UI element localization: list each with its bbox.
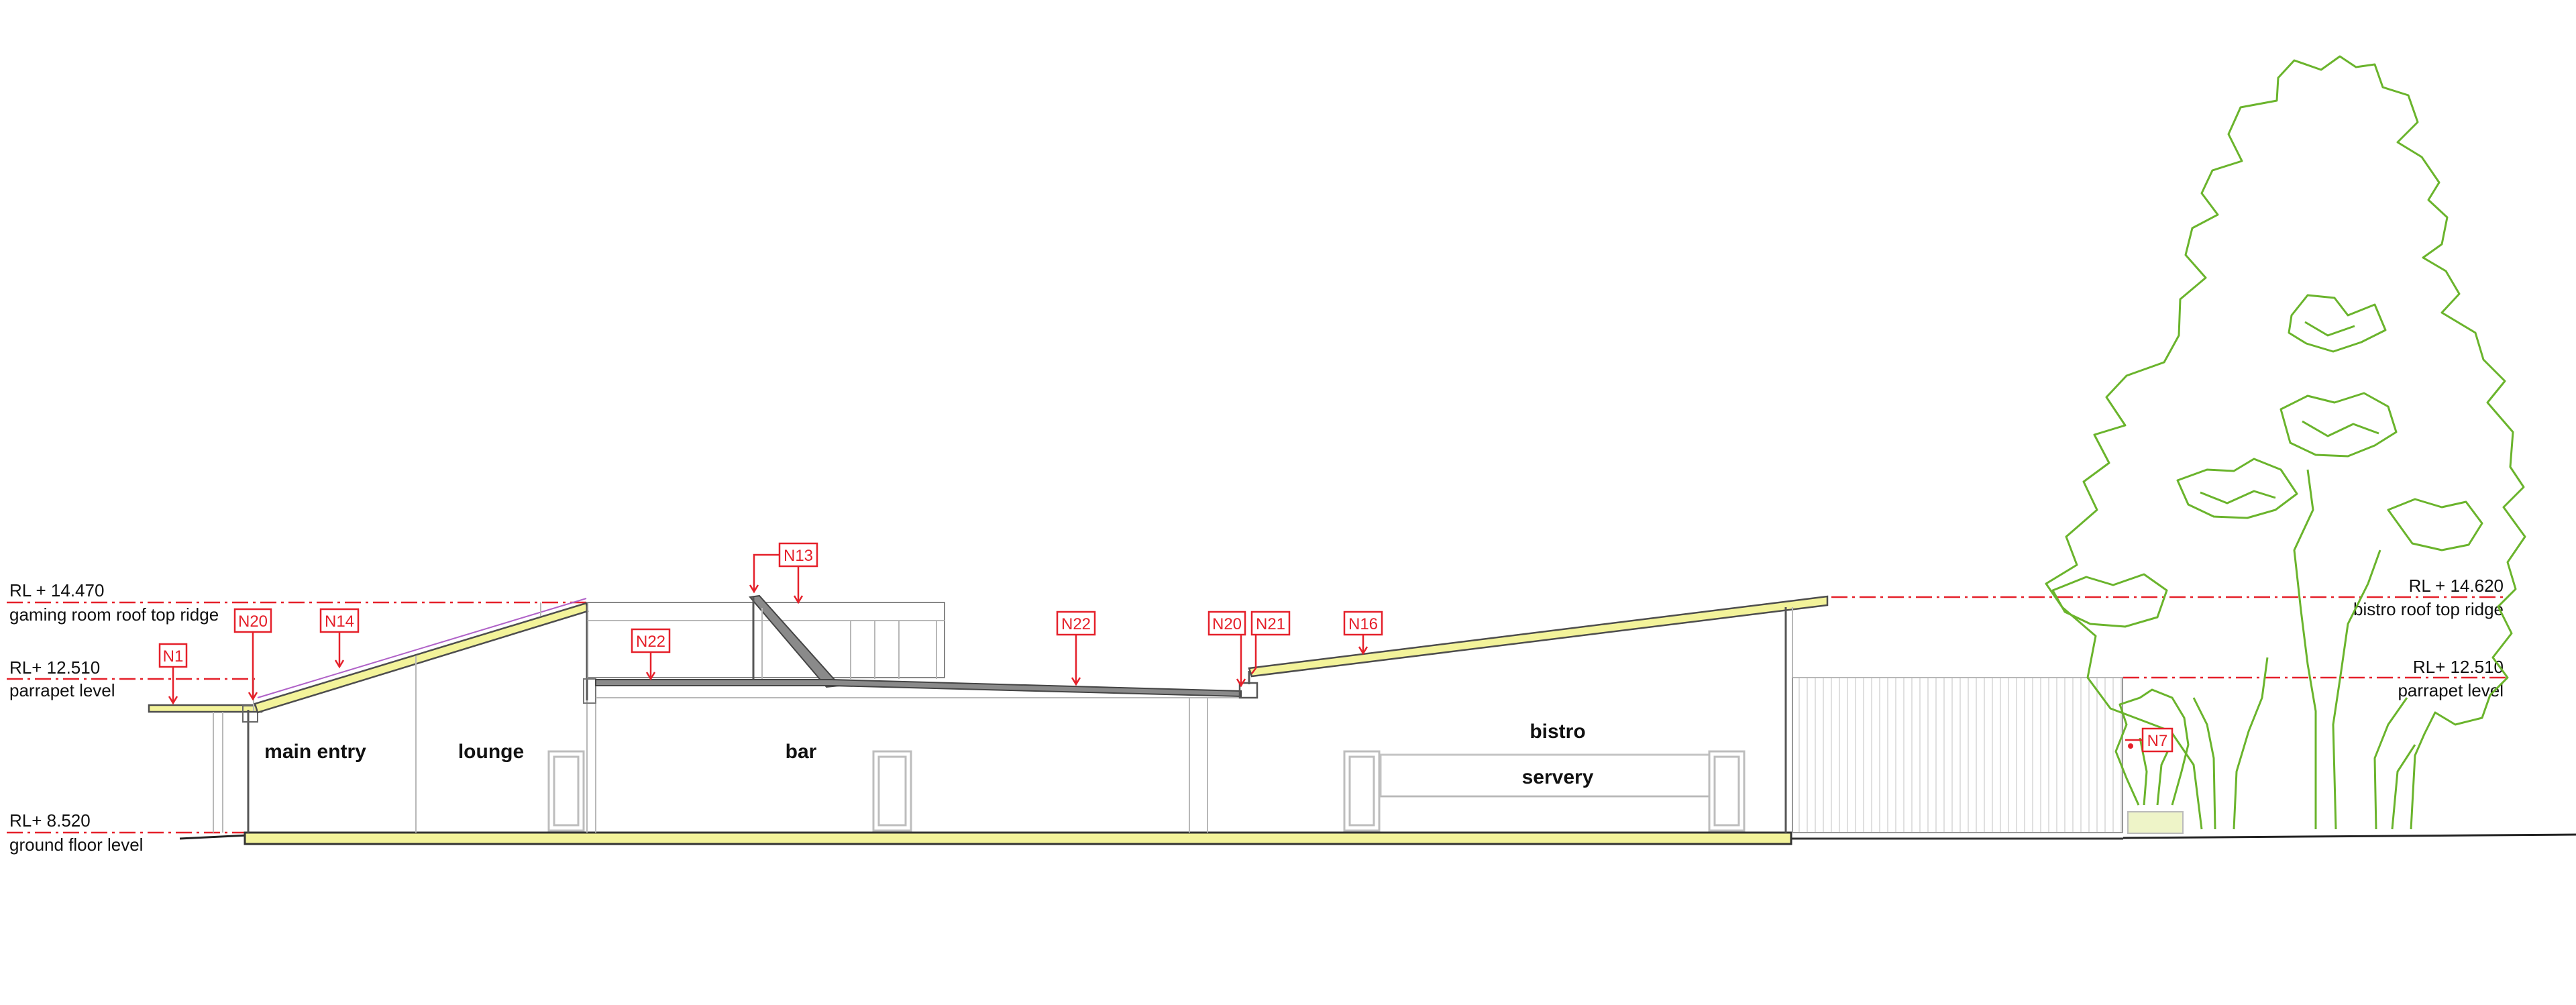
- tree-foliage-cluster-3: [2176, 458, 2298, 519]
- svg-text:N20: N20: [238, 613, 268, 631]
- room-label-servery: servery: [1522, 766, 1594, 788]
- note-tag-n16: N16: [1343, 611, 1383, 655]
- svg-text:N22: N22: [636, 633, 665, 651]
- note-tag-n20-left: N20: [233, 608, 272, 701]
- door-bistro-left: [1343, 750, 1381, 832]
- building: [148, 594, 2184, 834]
- bar-flat-roof: [595, 679, 1242, 698]
- door-lounge: [547, 750, 585, 832]
- svg-text:N22: N22: [1061, 615, 1091, 633]
- room-label-bar: bar: [786, 741, 817, 763]
- note-tag-n13: N13: [749, 542, 818, 604]
- tree-canopy-outline: [2045, 55, 2526, 830]
- ground-line-left: [179, 834, 249, 840]
- level-labels-right: RL + 14.620 bistro roof top ridge RL+ 12…: [2353, 576, 2504, 700]
- svg-text:N16: N16: [1348, 615, 1378, 633]
- svg-text:N13: N13: [784, 547, 813, 565]
- level-desc-parapet-left: parrapet level: [9, 680, 115, 700]
- svg-text:N20: N20: [1212, 615, 1242, 633]
- svg-text:N14: N14: [325, 613, 354, 631]
- ground: [179, 831, 2576, 845]
- door-bar-inner: [877, 755, 907, 827]
- door-bistro-right-inner: [1713, 755, 1740, 827]
- level-value-ridge-right: RL + 14.620: [2409, 576, 2504, 596]
- room-labels: main entry lounge bar bistro servery: [264, 721, 1594, 788]
- svg-text:N21: N21: [1256, 615, 1285, 633]
- roof-fascia-purple: [257, 598, 587, 698]
- note-tags: N1 N20 N14 N22 N13: [158, 542, 2174, 753]
- level-value-parapet-right: RL+ 12.510: [2413, 657, 2504, 677]
- note-tag-n21: N21: [1250, 611, 1291, 674]
- bistro-roof: [1248, 595, 1829, 678]
- tree-foliage-cluster-4: [2051, 573, 2168, 628]
- svg-text:N7: N7: [2147, 732, 2168, 750]
- door-lounge-inner: [553, 755, 580, 827]
- level-desc-parapet-right: parrapet level: [2398, 680, 2504, 700]
- note-tag-n22-middle: N22: [1056, 611, 1096, 686]
- level-desc-ridge-right: bistro roof top ridge: [2353, 599, 2504, 619]
- gaming-room-roof: [254, 602, 589, 714]
- annex-cladding: [1792, 677, 2123, 833]
- bar-parapet-left: [583, 678, 596, 704]
- note-tag-n1: N1: [158, 643, 188, 705]
- tree-trunk-right: [2373, 697, 2416, 830]
- level-lines: [7, 596, 2506, 834]
- note-tag-n7: N7: [2125, 727, 2174, 753]
- door-bistro-left-inner: [1348, 755, 1375, 827]
- tree-foliage-cluster-2: [2279, 392, 2398, 458]
- tree-trunk-left: [2192, 657, 2269, 830]
- room-label-lounge: lounge: [458, 741, 524, 763]
- level-value-ground-left: RL+ 8.520: [9, 810, 91, 831]
- note-tag-n22-left: N22: [631, 628, 671, 681]
- ground-line-right: [2123, 833, 2576, 839]
- level-desc-ridge-left: gaming room roof top ridge: [9, 604, 219, 625]
- note-tag-n14: N14: [319, 608, 360, 669]
- bar-parapet-right: [1238, 682, 1258, 699]
- doors: [547, 750, 1746, 832]
- level-desc-ground-left: ground floor level: [9, 835, 143, 855]
- ground-slab: [244, 831, 1792, 845]
- tree-foliage-cluster-5: [2387, 498, 2483, 551]
- room-label-main-entry: main entry: [264, 741, 366, 763]
- planter: [2127, 811, 2184, 834]
- tree-icon: [2045, 55, 2526, 830]
- door-bistro-right: [1708, 750, 1746, 832]
- room-label-bistro: bistro: [1529, 721, 1585, 743]
- level-value-parapet-left: RL+ 12.510: [9, 657, 100, 678]
- level-value-ridge-left: RL + 14.470: [9, 580, 104, 600]
- svg-text:N1: N1: [163, 647, 184, 666]
- shrub-red-dot: [2128, 743, 2133, 749]
- tree-foliage-cluster-1: [2288, 294, 2387, 353]
- door-bar: [872, 750, 912, 832]
- skylight-frame: [749, 594, 842, 688]
- note-tag-n20-right: N20: [1208, 611, 1246, 688]
- tree-trunk-main: [2293, 469, 2381, 830]
- entry-parapet: [242, 705, 258, 723]
- level-labels-left: RL + 14.470 gaming room roof top ridge R…: [9, 580, 219, 855]
